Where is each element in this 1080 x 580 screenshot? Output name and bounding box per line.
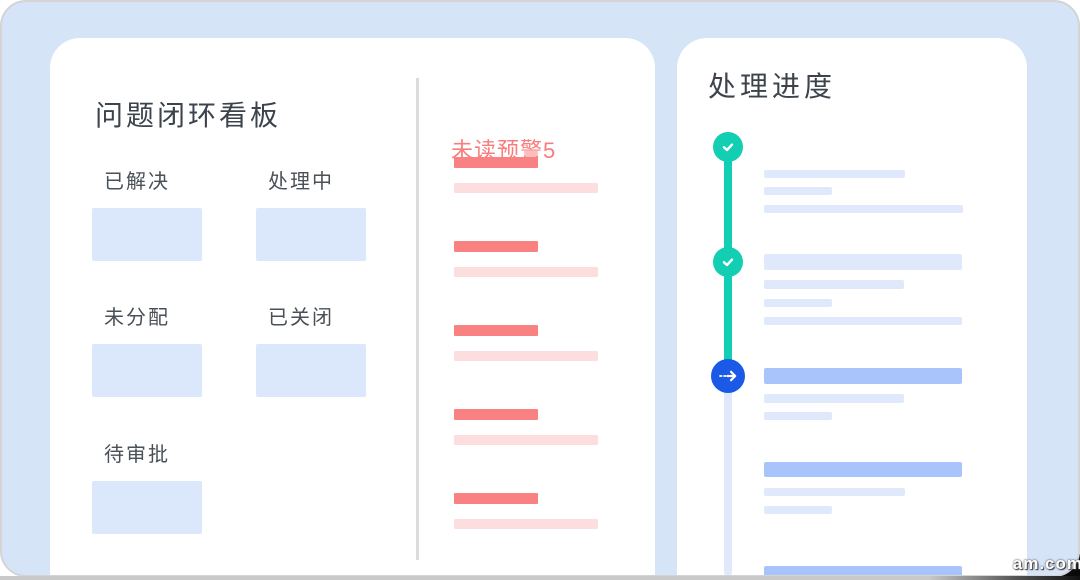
status-count-box-closed[interactable]	[256, 344, 366, 397]
timeline-line-upcoming	[724, 376, 732, 575]
status-count-box-pending-approval[interactable]	[92, 481, 202, 534]
status-count-box-unassigned[interactable]	[92, 344, 202, 397]
alert-item[interactable]	[454, 325, 598, 361]
alert-item[interactable]	[454, 157, 598, 193]
alert-detail-bar	[454, 435, 598, 445]
progress-text-bar	[764, 412, 832, 420]
arrow-right-icon	[717, 365, 739, 387]
check-icon	[720, 139, 736, 155]
bottom-edge-strip	[0, 576, 1080, 580]
alert-item[interactable]	[454, 409, 598, 445]
status-label-pending-approval: 待审批	[104, 444, 170, 466]
check-icon	[720, 254, 736, 270]
progress-text-bar	[764, 187, 832, 195]
status-label-closed: 已关闭	[268, 307, 334, 329]
progress-title: 处理进度	[708, 71, 837, 102]
alert-item[interactable]	[454, 241, 598, 277]
timeline-node-completed	[713, 247, 743, 277]
status-label-processing: 处理中	[268, 171, 334, 193]
status-count-box-resolved[interactable]	[92, 208, 202, 261]
alert-detail-bar	[454, 183, 598, 193]
progress-text-bar	[764, 280, 904, 289]
alert-title-bar	[454, 157, 538, 168]
kanban-title: 问题闭环看板	[95, 100, 282, 131]
alert-item[interactable]	[454, 493, 598, 529]
status-cell-resolved[interactable]: 已解决	[92, 169, 202, 261]
alerts-count-badge: 5	[543, 138, 557, 163]
status-cell-processing[interactable]: 处理中	[256, 169, 366, 261]
progress-text-bar	[764, 317, 962, 325]
progress-text-bar	[764, 488, 905, 496]
alert-detail-bar	[454, 267, 598, 277]
alert-detail-bar	[454, 351, 598, 361]
progress-highlight-bar	[764, 462, 962, 477]
status-cell-unassigned[interactable]: 未分配	[92, 305, 202, 397]
status-cell-closed[interactable]: 已关闭	[256, 305, 366, 397]
alert-title-bar	[454, 493, 538, 504]
status-cell-pending-approval[interactable]: 待审批	[92, 442, 202, 534]
alert-title-bar	[454, 409, 538, 420]
kanban-card: 问题闭环看板 已解决处理中未分配已关闭待审批 未读预警5	[50, 38, 655, 575]
status-label-unassigned: 未分配	[104, 307, 170, 329]
timeline-node-completed	[713, 132, 743, 162]
progress-text-bar	[764, 170, 905, 178]
alert-title-bar	[454, 325, 538, 336]
section-divider	[416, 78, 419, 560]
progress-highlight-bar	[764, 566, 962, 575]
progress-card: 处理进度	[677, 38, 1027, 575]
progress-text-bar	[764, 394, 904, 403]
alert-detail-bar	[454, 519, 598, 529]
progress-highlight-bar	[764, 368, 962, 384]
progress-text-bar	[764, 506, 832, 514]
progress-text-bar	[764, 299, 832, 307]
alert-title-bar	[454, 241, 538, 252]
progress-text-bar	[764, 205, 963, 213]
watermark-text: am.com	[1012, 554, 1080, 573]
status-label-resolved: 已解决	[104, 171, 170, 193]
timeline-node-in-progress	[711, 359, 745, 393]
progress-text-bar	[764, 254, 962, 270]
status-count-box-processing[interactable]	[256, 208, 366, 261]
